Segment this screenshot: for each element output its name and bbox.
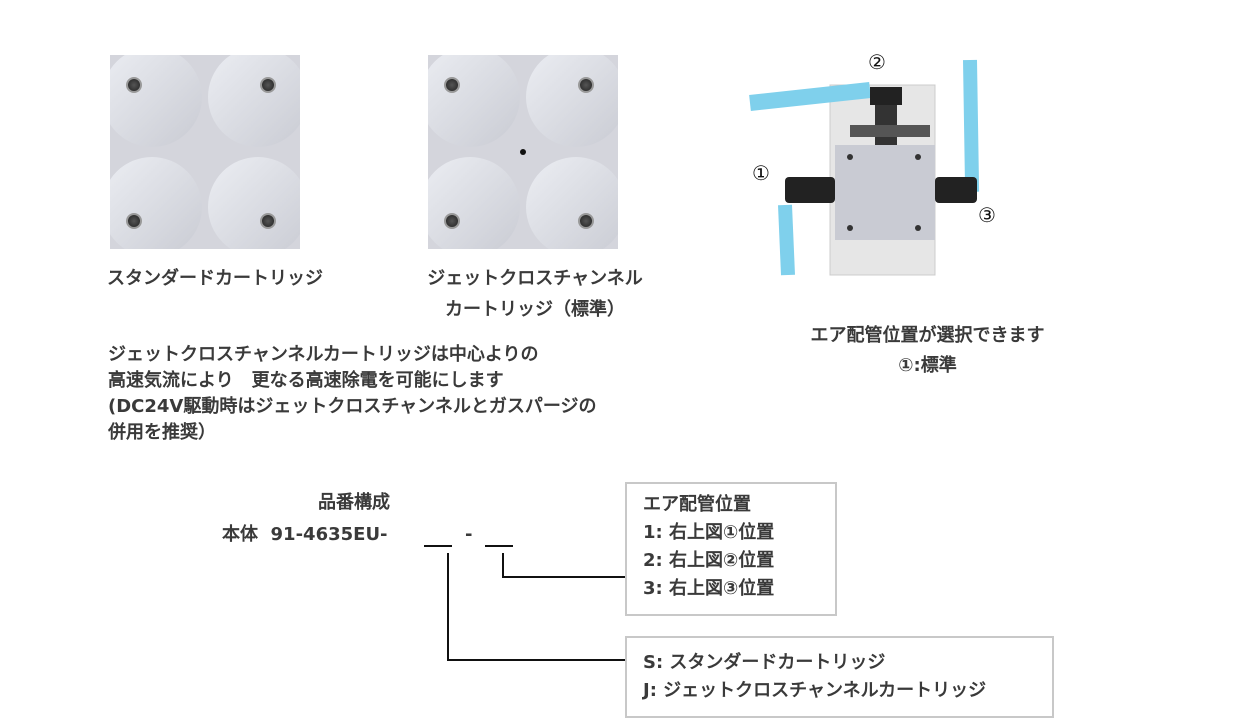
- cartridge-code-blank: [424, 545, 452, 547]
- screw-icon: [444, 213, 460, 229]
- air-position-code-blank: [485, 545, 513, 547]
- connector-line: [502, 576, 626, 578]
- air-position-box: エア配管位置 1: 右上図①位置 2: 右上図②位置 3: 右上図③位置: [625, 482, 837, 616]
- marker-1: ①: [752, 161, 770, 185]
- screw-icon: [126, 213, 142, 229]
- screw-icon: [260, 77, 276, 93]
- description-line-3: (DC24V駆動時はジェットクロスチャンネルとガスパージの: [108, 396, 597, 417]
- air-position-option: 3: 右上図③位置: [643, 578, 775, 599]
- cartridge-type-box: S: スタンダードカートリッジ J: ジェットクロスチャンネルカートリッジ: [625, 636, 1054, 718]
- part-number-prefix: 本体 91-4635EU-: [222, 524, 388, 545]
- connector-line: [502, 553, 504, 577]
- air-diagram-caption-1: エア配管位置が選択できます: [810, 325, 1045, 346]
- jet-cartridge-caption-2: カートリッジ（標準）: [445, 299, 625, 320]
- screw-icon: [444, 77, 460, 93]
- description-line-1: ジェットクロスチャンネルカートリッジは中心よりの: [108, 344, 539, 365]
- part-number-separator: -: [465, 524, 473, 545]
- cartridge-option: J: ジェットクロスチャンネルカートリッジ: [643, 680, 987, 701]
- part-number-title: 品番構成: [318, 492, 390, 513]
- description-line-4: 併用を推奨）: [108, 422, 216, 443]
- cartridge-option: S: スタンダードカートリッジ: [643, 652, 886, 673]
- screw-icon: [578, 77, 594, 93]
- connector-line: [447, 553, 449, 661]
- air-piping-diagram: [749, 59, 980, 276]
- marker-2: ②: [868, 50, 886, 74]
- jet-cartridge-caption-1: ジェットクロスチャンネル: [427, 268, 643, 289]
- marker-3: ③: [978, 203, 996, 227]
- screw-icon: [126, 77, 142, 93]
- standard-cartridge-caption: スタンダードカートリッジ: [107, 268, 323, 289]
- air-position-title: エア配管位置: [643, 494, 751, 515]
- screw-icon: [260, 213, 276, 229]
- description-line-2: 高速気流により 更なる高速除電を可能にします: [108, 370, 504, 391]
- connector-line: [447, 659, 626, 661]
- standard-cartridge-image: [110, 55, 300, 249]
- air-position-option: 2: 右上図②位置: [643, 550, 775, 571]
- jet-cross-channel-cartridge-image: [428, 55, 618, 249]
- screw-icon: [578, 213, 594, 229]
- center-hole-icon: [520, 149, 526, 155]
- air-position-option: 1: 右上図①位置: [643, 522, 775, 543]
- air-diagram-caption-2: ①:標準: [898, 355, 957, 376]
